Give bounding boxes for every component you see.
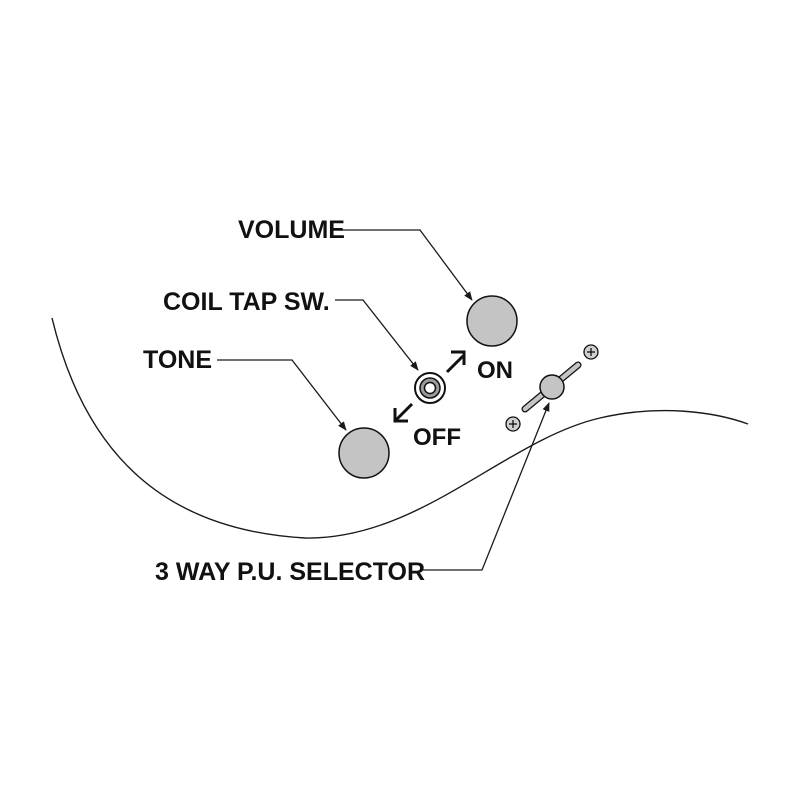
tone-label: TONE <box>143 346 212 374</box>
arrow-down-left-icon <box>393 402 414 423</box>
selector-leader-arrow <box>423 402 550 571</box>
guitar-body-outline <box>51 317 749 539</box>
coil-tap-switch[interactable] <box>414 372 446 404</box>
screw-icon <box>583 344 599 360</box>
volume-knob[interactable] <box>466 295 518 347</box>
pickup-selector-switch[interactable] <box>521 361 582 413</box>
tone-leader-arrow <box>217 359 347 431</box>
on-label: ON <box>477 357 513 384</box>
tone-knob[interactable] <box>338 427 390 479</box>
coil-tap-leader-arrow <box>335 299 419 371</box>
arrow-up-right-icon <box>445 350 466 374</box>
off-label: OFF <box>413 424 461 451</box>
selector-label: 3 WAY P.U. SELECTOR <box>155 558 425 586</box>
volume-label: VOLUME <box>238 216 345 244</box>
screw-icon <box>505 416 521 432</box>
volume-leader-arrow <box>342 229 473 301</box>
coil-tap-label: COIL TAP SW. <box>163 288 330 316</box>
